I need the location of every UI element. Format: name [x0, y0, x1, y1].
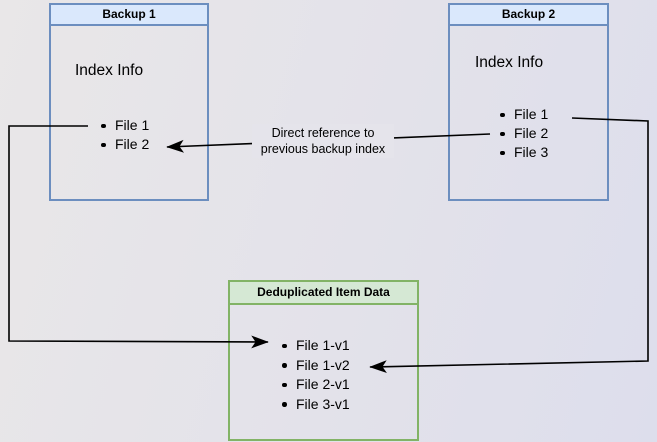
dedup-file-item: File 3-v1	[282, 395, 350, 415]
dedup-title: Deduplicated Item Data	[230, 282, 417, 305]
backup2-index-info-label: Index Info	[475, 54, 544, 71]
backup1-index-info-label: Index Info	[75, 62, 144, 79]
direct-reference-label-line2: previous backup index	[260, 142, 386, 156]
backup2-file-list: File 1 File 2 File 3	[500, 105, 548, 162]
dedup-file-list: File 1-v1 File 1-v2 File 2-v1 File 3-v1	[282, 336, 350, 414]
backup1-title: Backup 1	[51, 5, 207, 26]
backup1-file-item: File 2	[101, 135, 149, 154]
dedup-file-item: File 2-v1	[282, 375, 350, 395]
backup2-file-item: File 2	[500, 124, 548, 143]
backup1-file-list: File 1 File 2	[101, 116, 149, 154]
direct-reference-label: Direct reference to previous backup inde…	[252, 124, 394, 158]
backup2-box: Backup 2	[448, 3, 609, 201]
backup2-file-item: File 1	[500, 105, 548, 124]
dedup-file-item: File 1-v1	[282, 336, 350, 356]
backup2-file-item: File 3	[500, 143, 548, 162]
dedup-file-item: File 1-v2	[282, 356, 350, 376]
backup2-title: Backup 2	[450, 5, 607, 26]
direct-reference-label-line1: Direct reference to	[271, 126, 375, 140]
backup1-file-item: File 1	[101, 116, 149, 135]
backup1-box: Backup 1	[49, 3, 209, 201]
